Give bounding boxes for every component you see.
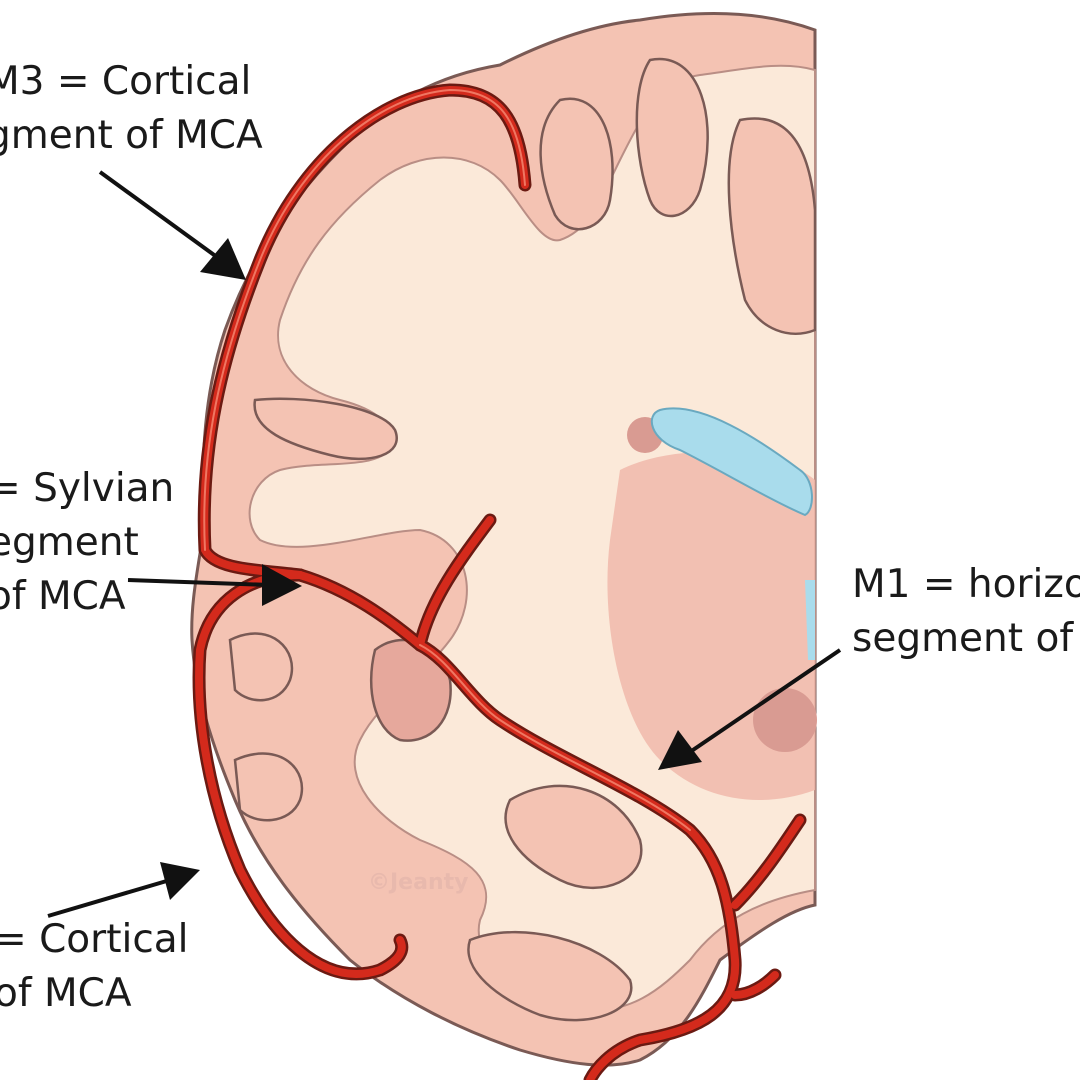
- label-m3-cortical-top: M3 = Cortical gment of MCA: [0, 55, 263, 163]
- arrow-m3-bottom: [47, 878, 171, 918]
- gyrus-fold: [504, 784, 643, 890]
- gyrus-fold: [539, 97, 614, 231]
- lateral-ventricle: [650, 407, 813, 517]
- lenticulostriate-branch: [731, 816, 804, 909]
- label-line: of MCA: [0, 574, 126, 619]
- mca-arteries: [192, 83, 807, 1080]
- arrow-m3-top: [98, 170, 234, 270]
- arrow-m3-bottom-head: [160, 862, 200, 900]
- label-line: of MCA: [0, 971, 132, 1016]
- m3-inferior-branch: [195, 571, 406, 978]
- gyrus-fold: [228, 632, 294, 702]
- label-m1-horizontal: M1 = horizo segment of: [852, 558, 1080, 666]
- arrow-m2: [127, 578, 271, 587]
- deep-nucleus: [753, 688, 817, 752]
- label-m3-cortical-bottom: = Cortical of MCA: [0, 913, 189, 1021]
- small-branch: [731, 971, 779, 999]
- arrow-m1: [688, 648, 842, 754]
- copyright-watermark: ©Jeanty: [368, 870, 469, 895]
- gyrus-fold: [727, 117, 817, 335]
- brain-hemisphere: [190, 11, 817, 1067]
- label-line: = Cortical: [0, 917, 189, 962]
- label-line: egment: [0, 520, 139, 565]
- arrow-m2-head: [262, 564, 302, 606]
- pointer-arrows: [47, 170, 842, 918]
- label-line: segment of: [852, 616, 1074, 661]
- gyrus-fold: [253, 397, 398, 461]
- arrow-m3-top-head: [200, 238, 246, 280]
- label-line: = Sylvian: [0, 466, 175, 511]
- third-ventricle: [805, 580, 815, 660]
- gyrus-fold: [467, 930, 633, 1022]
- label-line: gment of MCA: [0, 113, 263, 158]
- label-line: M1 = horizo: [852, 562, 1080, 607]
- label-line: M3 = Cortical: [0, 59, 252, 104]
- label-m2-sylvian: = Sylvian egment of MCA: [0, 462, 174, 624]
- arrow-m1-head: [658, 730, 702, 770]
- gyrus-fold: [635, 57, 709, 218]
- m2-sylvian-branch: [416, 516, 494, 649]
- gyrus-fold: [233, 752, 304, 822]
- artery-highlight: [203, 89, 691, 831]
